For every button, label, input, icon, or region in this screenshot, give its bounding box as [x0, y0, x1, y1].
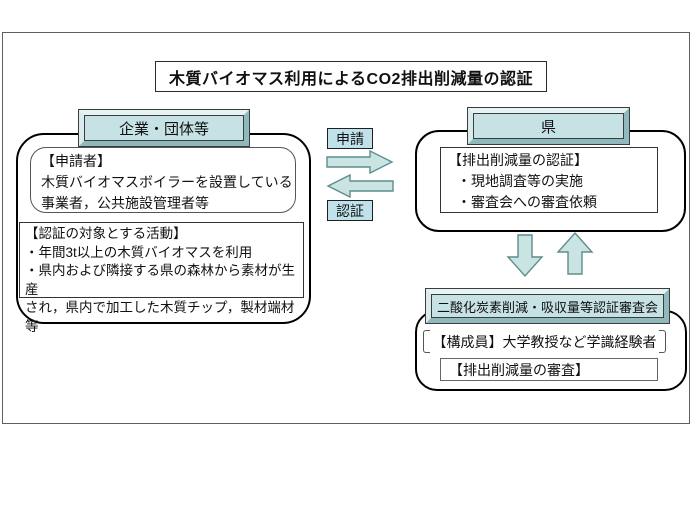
companies-header-label: 企業・団体等: [84, 115, 244, 141]
certification-line: 【排出削減量の認証】: [448, 152, 588, 168]
diagram-title: 木質バイオマス利用によるCO2排出削減量の認証: [155, 61, 547, 92]
applicant-line: 事業者，公共施設管理者等: [41, 195, 209, 211]
activity-box: 【認証の対象とする活動】 ・年間3t以上の木質バイオマスを利用 ・県内および隣接…: [19, 222, 304, 334]
arrow-up-icon: [556, 231, 594, 275]
activity-line: され，県内で加工した木質チップ，製材端材等: [25, 300, 295, 334]
applicant-box: 【申請者】 木質バイオマスボイラーを設置している 事業者，公共施設管理者等: [30, 147, 296, 213]
certification-line: ・審査会への審査依頼: [457, 194, 597, 210]
activity-line: 【認証の対象とする活動】: [25, 226, 187, 241]
arrow-down-icon: [506, 234, 544, 278]
arrow-left-icon: [326, 174, 394, 198]
bevel-frame: [79, 110, 249, 146]
bevel-frame: [426, 289, 669, 323]
committee-header-label: 二酸化炭素削減・吸収量等認証審査会: [431, 294, 664, 318]
activity-line: ・年間3t以上の木質バイオマスを利用: [25, 244, 253, 260]
review-box: 【排出削減量の審査】: [440, 358, 658, 381]
prefecture-header-box: 県: [467, 107, 630, 145]
certification-line: ・現地調査等の実施: [457, 173, 583, 189]
arrow-right-icon: [326, 150, 394, 174]
certify-flow-label: 認証: [327, 200, 373, 221]
request-flow-label: 申請: [327, 128, 373, 149]
applicant-line: 木質バイオマスボイラーを設置している: [41, 174, 293, 190]
prefecture-header-label: 県: [473, 113, 624, 139]
applicant-line: 【申請者】: [41, 153, 111, 169]
activity-line: ・県内および隣接する県の森林から素材が生産: [25, 263, 295, 297]
committee-members-line: 【構成員】大学教授など学識経験者: [423, 330, 666, 353]
committee-header-box: 二酸化炭素削減・吸収量等認証審査会: [425, 288, 670, 324]
bevel-frame: [468, 108, 629, 144]
certification-box: 【排出削減量の認証】 ・現地調査等の実施 ・審査会への審査依頼: [440, 147, 658, 213]
companies-header-box: 企業・団体等: [78, 109, 250, 147]
